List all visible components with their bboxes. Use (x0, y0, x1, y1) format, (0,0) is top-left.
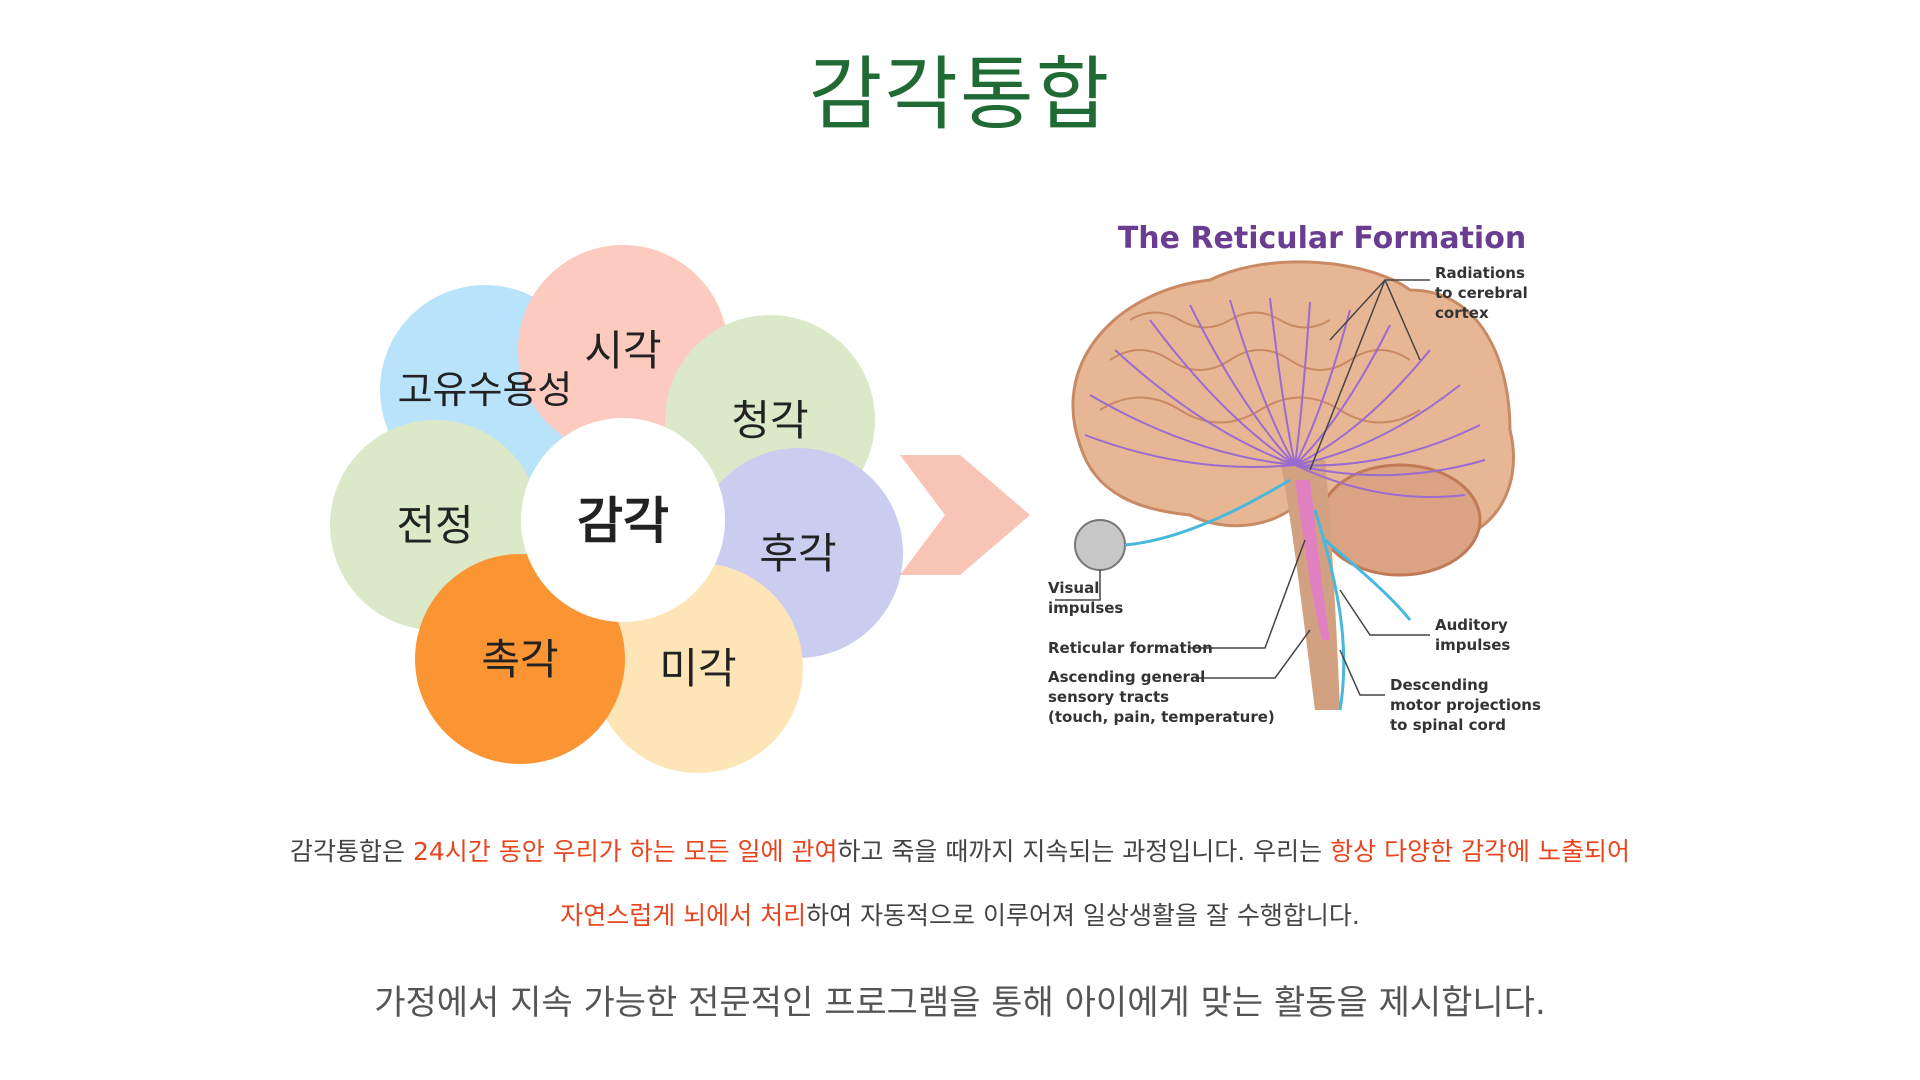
page-title: 감각통합 (808, 48, 1112, 141)
description-line-1: 감각통합은 24시간 동안 우리가 하는 모든 일에 관여하고 죽을 때까지 지… (0, 820, 1920, 884)
reticular-core (1295, 480, 1330, 640)
radiation-arrows (1084, 297, 1486, 498)
label-auditory-1: Auditory (1435, 616, 1508, 634)
radiation-ray (1269, 297, 1296, 466)
radiation-ray (1294, 464, 1466, 498)
radiation-ray (1294, 424, 1481, 467)
radiation-ray (1294, 301, 1311, 466)
petal-label: 시각 (584, 326, 661, 375)
petal-label: 전정 (396, 501, 473, 550)
petal-label: 청각 (731, 396, 808, 445)
description-text: 감각통합은 24시간 동안 우리가 하는 모든 일에 관여하고 죽을 때까지 지… (0, 820, 1920, 948)
label-descending-3: to spinal cord (1390, 716, 1506, 734)
optic-pathway (1124, 478, 1291, 547)
label-ascending-3: (touch, pain, temperature) (1048, 708, 1275, 726)
center-circle (521, 418, 725, 622)
label-ascending-1: Ascending general (1048, 668, 1205, 686)
radiation-ray (1114, 349, 1296, 466)
radiation-ray (1089, 394, 1296, 466)
description-line-2: 자연스럽게 뇌에서 처리하여 자동적으로 이루어져 일상생활을 잘 수행합니다. (0, 884, 1920, 948)
label-visual-1: Visual (1048, 579, 1099, 597)
reticular-formation-diagram: The Reticular Formation Radiations to ce… (1048, 221, 1541, 734)
desc-text: 감각통합은 (290, 837, 413, 866)
radiation-ray (1294, 384, 1461, 466)
label-descending-2: motor projections (1390, 696, 1541, 714)
center-label: 감각 (577, 492, 669, 550)
brainstem-shape (1280, 460, 1340, 710)
desc-text: 하여 자동적으로 이루어져 일상생활을 잘 수행합니다. (806, 901, 1360, 930)
descending-pathway (1313, 509, 1346, 711)
label-radiations-2: to cerebral (1435, 284, 1528, 302)
desc-highlight: 항상 다양한 감각에 노출되어 (1330, 837, 1630, 866)
radiation-ray (1294, 309, 1351, 466)
auditory-pathway (1324, 538, 1412, 621)
desc-text: 하고 죽을 때까지 지속되는 과정입니다. 우리는 (837, 837, 1331, 866)
radiation-ray (1294, 459, 1486, 477)
label-radiations-3: cortex (1435, 304, 1489, 322)
petal-label: 후각 (759, 529, 836, 578)
radiation-ray (1229, 299, 1296, 466)
brain-folds (1099, 311, 1421, 424)
label-auditory-2: impulses (1435, 636, 1510, 654)
eye-icon (1074, 519, 1126, 571)
petal-label: 고유수용성 (398, 368, 573, 412)
label-radiations-1: Radiations (1435, 264, 1525, 282)
radiation-ray (1294, 324, 1391, 466)
subtitle: 가정에서 지속 가능한 전문적인 프로그램을 통해 아이에게 맞는 활동을 제시… (374, 983, 1546, 1023)
label-ascending-2: sensory tracts (1048, 688, 1169, 706)
desc-highlight: 자연스럽게 뇌에서 처리 (560, 901, 807, 930)
label-descending-1: Descending (1390, 676, 1489, 694)
radiation-ray (1149, 319, 1296, 466)
radiation-ray (1294, 349, 1431, 466)
radiation-ray (1189, 304, 1296, 466)
petal-label: 미각 (659, 644, 736, 693)
label-reticular: Reticular formation (1048, 639, 1213, 657)
desc-highlight: 24시간 동안 우리가 하는 모든 일에 관여 (412, 837, 838, 866)
petal-label: 촉각 (481, 635, 558, 684)
label-visual-2: impulses (1048, 599, 1123, 617)
radiation-ray (1084, 434, 1296, 468)
cerebellum-shape (1318, 463, 1482, 577)
brain-title: The Reticular Formation (1118, 221, 1526, 256)
right-arrow-icon (900, 455, 1030, 575)
